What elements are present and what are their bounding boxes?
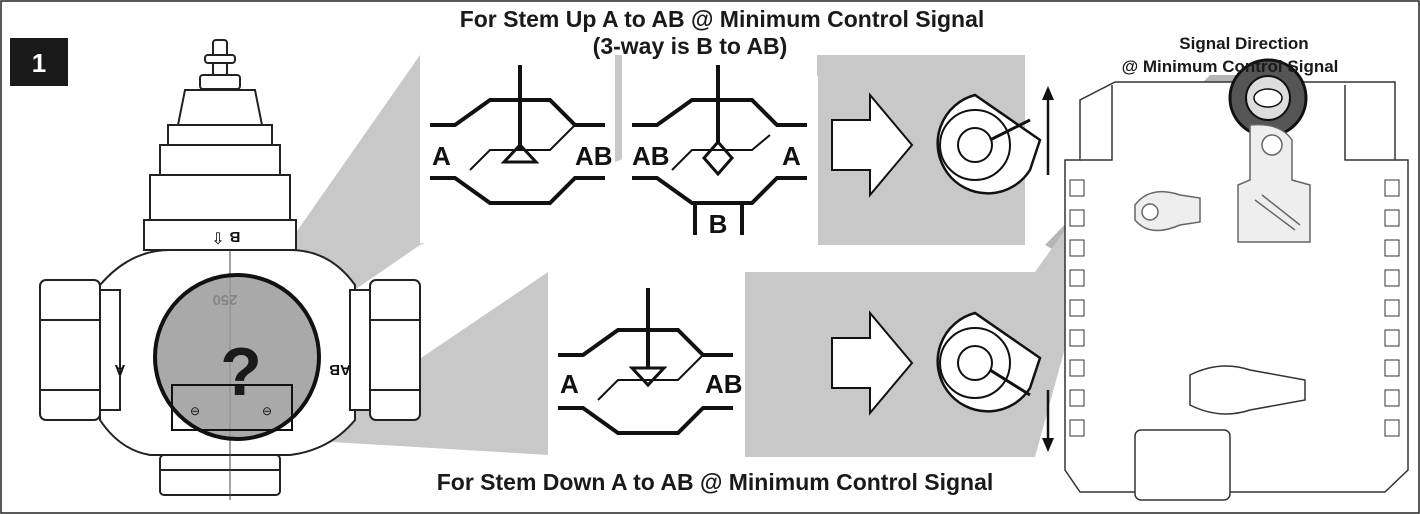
rotation-up-group	[831, 86, 1054, 198]
two-way-down-port-ab: AB	[705, 369, 743, 399]
three-way-up-port-a: A	[782, 141, 801, 171]
dial-ring-2	[939, 327, 1011, 399]
signal-direction-label: Signal Direction	[1179, 34, 1308, 53]
dial-hub	[957, 127, 993, 163]
dial-hub-2	[957, 345, 993, 381]
upper-zoom-wedge	[165, 55, 1025, 420]
actuator-mount-outline	[171, 384, 293, 431]
lower-right-wedge	[1035, 230, 1070, 457]
title-stem-up: For Stem Up A to AB @ Minimum Control Si…	[460, 6, 985, 32]
right-arrow-icon	[831, 92, 914, 198]
unknown-orientation-mark: ?	[220, 334, 262, 410]
manual-override-lever	[1237, 123, 1311, 243]
right-arrow-icon-2	[831, 310, 914, 416]
magnifier-circle	[153, 273, 321, 441]
title-stem-up-note: (3-way is B to AB)	[593, 33, 788, 59]
two-way-up-port-ab: AB	[575, 141, 613, 171]
dial-ring	[939, 109, 1011, 181]
figure-number: 1	[32, 48, 46, 78]
actuator-housing	[1064, 81, 1409, 501]
rotation-down-group	[831, 310, 1054, 452]
two-way-down-schematic	[558, 288, 733, 435]
dial-pointer	[989, 118, 1031, 142]
valve-port-ab-marking: AB	[329, 361, 351, 378]
two-way-down-port-a: A	[560, 369, 579, 399]
position-indicator	[1134, 190, 1201, 232]
valve-port-a-marking: A	[114, 361, 125, 378]
signal-direction-sublabel: @ Minimum Control Signal	[1122, 57, 1339, 76]
three-way-up-port-b: B	[709, 209, 728, 239]
screw-icon-right: ⊖	[262, 404, 272, 418]
valve-port-b-marking: B	[229, 228, 240, 245]
arrow-down-icon	[1042, 438, 1054, 452]
three-way-up-port-ab: AB	[632, 141, 670, 171]
panel-two-way-down	[548, 272, 743, 455]
screw-icon-left: ⊖	[190, 404, 200, 418]
arrow-up-icon	[1042, 86, 1054, 100]
title-stem-down: For Stem Down A to AB @ Minimum Control …	[437, 469, 994, 495]
three-way-up-schematic	[632, 65, 807, 235]
two-way-up-schematic	[430, 65, 605, 205]
two-way-up-port-a: A	[432, 141, 451, 171]
actuator-knob	[1228, 58, 1308, 138]
figure-number-badge	[10, 38, 68, 86]
dial-pointer-2	[989, 368, 1031, 397]
actuator-side-ribs	[1069, 179, 1400, 437]
flow-arrow-icon: ⇩	[211, 231, 224, 248]
